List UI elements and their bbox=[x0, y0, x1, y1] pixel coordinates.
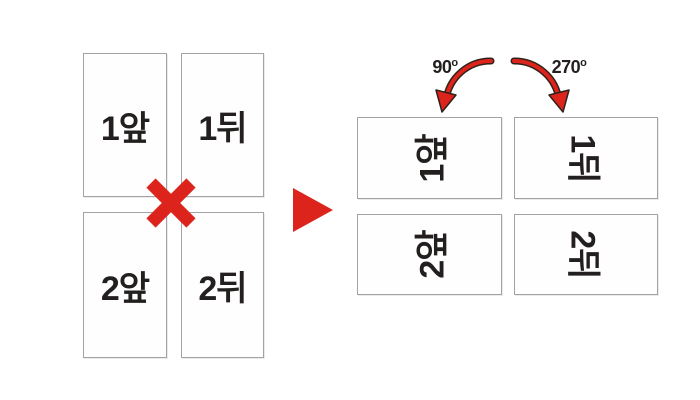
card-1-front-label: 1앞 bbox=[100, 109, 150, 148]
card-1-back-rotated: 1뒤 bbox=[514, 117, 658, 199]
card-1-front-rotated: 1앞 bbox=[357, 117, 502, 199]
card-2-front-rotated: 2앞 bbox=[357, 214, 502, 295]
card-2-back-label: 2뒤 bbox=[198, 269, 247, 308]
rotation-angle-270-label: 270o bbox=[551, 57, 587, 77]
card-2-front-rotated-label: 2앞 bbox=[413, 230, 452, 279]
card-1-front-portrait: 1앞 bbox=[83, 53, 167, 197]
rotate-270-cw-arrow-icon bbox=[510, 57, 570, 113]
card-2-back-portrait: 2뒤 bbox=[181, 212, 264, 358]
card-1-back-rotated-label: 1뒤 bbox=[563, 133, 602, 183]
rotation-arrows bbox=[435, 57, 570, 113]
rotate-90-ccw-arrow-icon bbox=[435, 57, 495, 113]
rotation-angle-90-label: 90o bbox=[432, 57, 458, 77]
card-2-back-rotated: 2뒤 bbox=[514, 214, 658, 295]
arrow-right-icon bbox=[293, 188, 333, 232]
card-2-front-label: 2앞 bbox=[100, 269, 150, 308]
card-2-front-portrait: 2앞 bbox=[83, 212, 167, 358]
card-1-back-label: 1뒤 bbox=[198, 109, 247, 148]
x-mark-icon bbox=[146, 178, 196, 228]
card-1-back-portrait: 1뒤 bbox=[181, 53, 264, 197]
card-2-back-rotated-label: 2뒤 bbox=[563, 230, 602, 279]
card-1-front-rotated-label: 1앞 bbox=[413, 133, 452, 183]
